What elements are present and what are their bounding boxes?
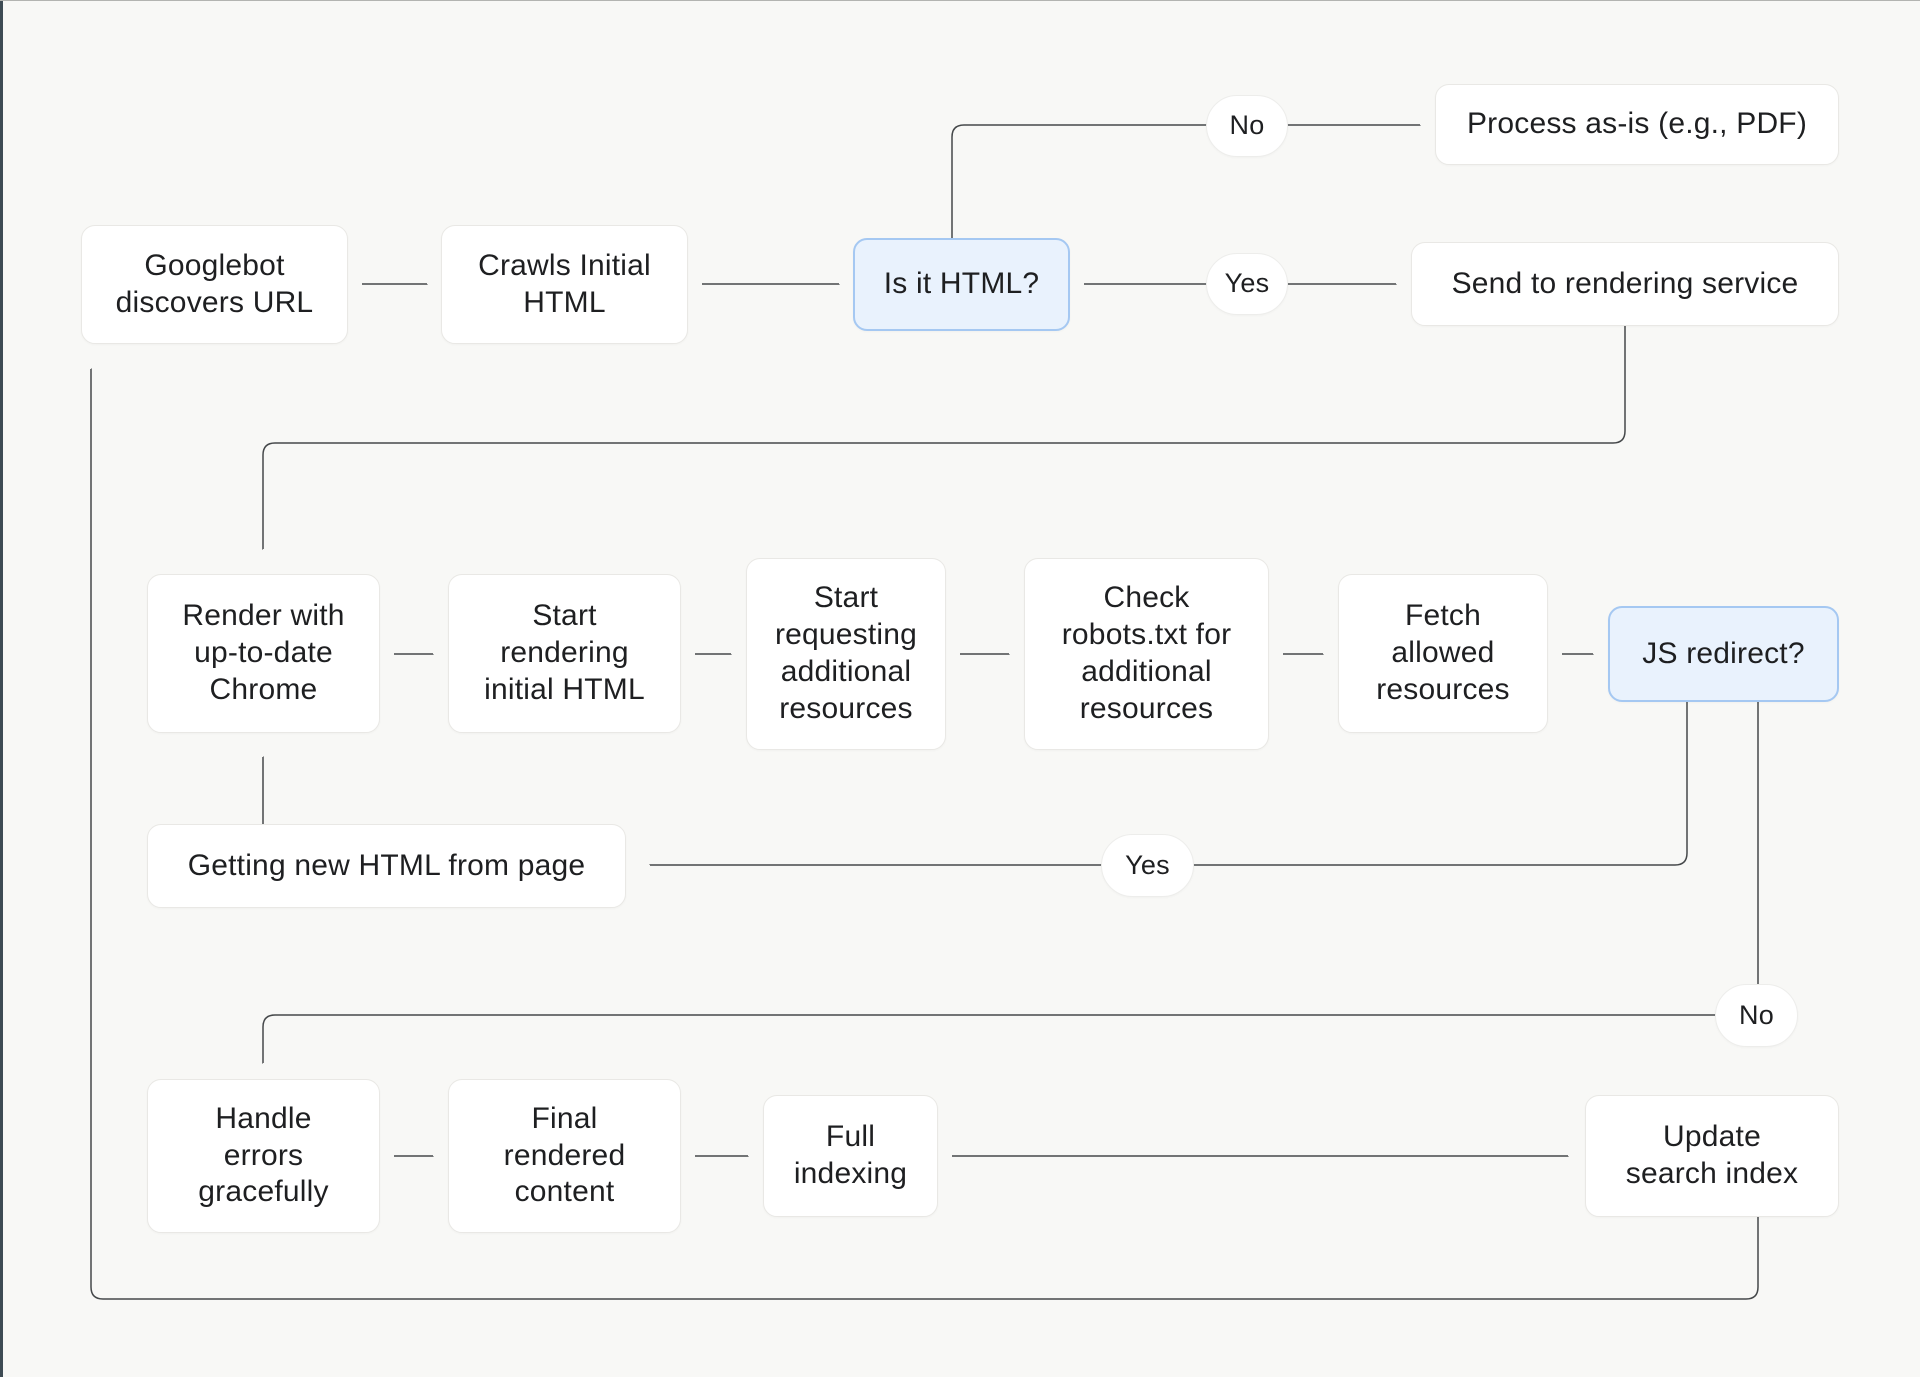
window-left-edge <box>0 1 3 1377</box>
edge-isithtml-to-process <box>951 124 1420 238</box>
edge-jsredirect-to-getting <box>650 702 1688 866</box>
node-send-to-rendering-service: Send to rendering service <box>1411 242 1839 326</box>
node-check-robots-txt: Check robots.txt for additional resource… <box>1024 558 1269 750</box>
node-js-redirect-decision: JS redirect? <box>1608 606 1839 702</box>
edge-label-yes-top: Yes <box>1206 253 1288 315</box>
node-final-rendered-content: Final rendered content <box>448 1079 681 1233</box>
node-getting-new-html: Getting new HTML from page <box>147 824 626 908</box>
node-start-requesting-resources: Start requesting additional resources <box>746 558 946 750</box>
edge-send-to-render <box>263 326 1626 549</box>
node-is-it-html-decision: Is it HTML? <box>853 238 1070 331</box>
node-googlebot-discovers-url: Googlebot discovers URL <box>81 225 348 344</box>
edge-update-to-googlebot <box>90 369 1759 1300</box>
node-fetch-allowed-resources: Fetch allowed resources <box>1338 574 1548 733</box>
node-full-indexing: Full indexing <box>763 1095 938 1217</box>
edge-label-yes-middle: Yes <box>1101 834 1194 897</box>
node-process-as-is: Process as-is (e.g., PDF) <box>1435 84 1839 165</box>
node-render-with-chrome: Render with up-to-date Chrome <box>147 574 380 733</box>
node-crawls-initial-html: Crawls Initial HTML <box>441 225 688 344</box>
edge-label-no-right: No <box>1715 984 1798 1047</box>
node-update-search-index: Update search index <box>1585 1095 1839 1217</box>
node-start-rendering-initial-html: Start rendering initial HTML <box>448 574 681 733</box>
edge-label-no-top: No <box>1206 95 1288 157</box>
node-handle-errors-gracefully: Handle errors gracefully <box>147 1079 380 1233</box>
